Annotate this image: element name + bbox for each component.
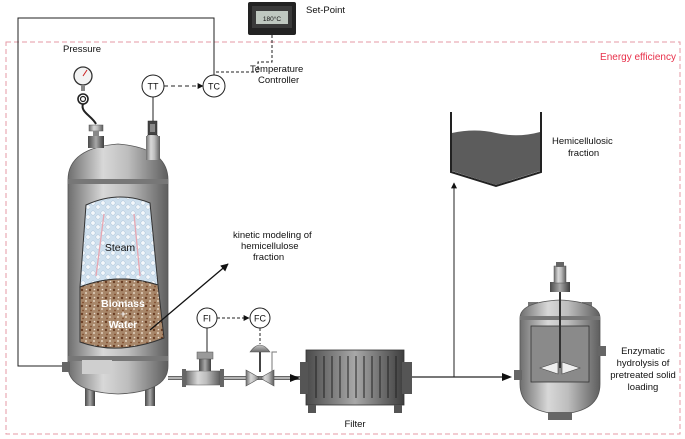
hemicellulosic-line2: fraction — [568, 148, 599, 159]
hydrolysis-inlet-arrow — [502, 373, 512, 381]
hemicellulosic-line1: Hemicellulosic — [552, 136, 613, 147]
kinetic-line3: fraction — [253, 252, 284, 263]
tc-instrument — [202, 74, 226, 98]
steam-gauge-line — [95, 213, 105, 277]
setpoint-device: 180°C — [248, 2, 296, 35]
kinetic-line2: hemicellulose — [241, 241, 299, 252]
temperature-controller-line2: Controller — [258, 75, 299, 86]
filter-label: Filter — [344, 419, 365, 430]
filter-inlet-arrow — [290, 374, 300, 382]
tc-label: TC — [208, 82, 220, 92]
enzymatic-line4: loading — [628, 382, 659, 393]
temperature-controller-line1: Temperature — [250, 64, 303, 75]
setpoint-display: 180°C — [263, 15, 281, 23]
hydrolysis-reactor — [514, 262, 606, 420]
energy-efficiency-boundary — [5, 41, 681, 435]
hemicellulosic-tank — [450, 112, 542, 188]
pressure-gauge-icon — [73, 66, 104, 137]
pressure-label: Pressure — [63, 44, 101, 55]
fi-label: FI — [203, 314, 211, 324]
filter-press — [300, 349, 412, 413]
tt-label: TT — [148, 82, 159, 92]
plus-label: + — [120, 309, 125, 319]
energy-efficiency-label: Energy efficiency — [600, 52, 676, 63]
flow-meter — [182, 351, 224, 387]
kinetic-arrow — [149, 263, 229, 331]
water-label: Water — [109, 319, 138, 331]
enzymatic-line2: hydrolysis of — [617, 358, 670, 369]
setpoint-signal-line — [214, 35, 273, 73]
fc-label: FC — [254, 314, 266, 324]
control-loop-line — [17, 17, 215, 367]
enzymatic-line1: Enzymatic — [621, 346, 665, 357]
kinetic-line1: kinetic modeling of — [233, 230, 312, 241]
enzymatic-line3: pretreated solid — [610, 370, 675, 381]
setpoint-label: Set-Point — [306, 5, 345, 16]
control-valve — [245, 344, 277, 387]
steam-label: Steam — [105, 242, 136, 254]
biomass-label: Biomass — [101, 298, 145, 310]
biomass-water-zone — [79, 278, 165, 349]
steam-gauge-line — [133, 213, 141, 277]
